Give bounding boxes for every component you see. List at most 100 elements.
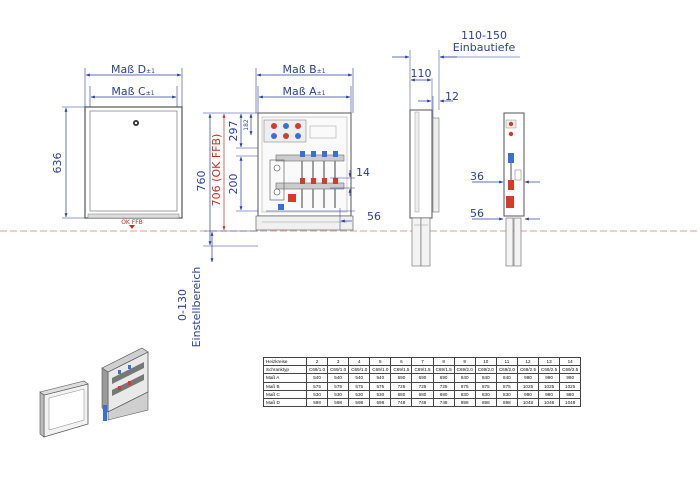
height-706-label: 706 (OK FFB)	[210, 134, 223, 207]
height-200-label: 200	[227, 174, 240, 195]
table-cell: 575	[348, 381, 371, 391]
table-cell: 1025	[516, 381, 540, 391]
table-cell: 4	[348, 356, 371, 367]
isometric-closed-cabinet	[39, 380, 89, 438]
table-cell: C69/1.0	[348, 365, 371, 375]
table-cell: 840	[453, 373, 476, 383]
table-cell: 13	[538, 356, 561, 367]
table-cell: 980	[538, 389, 561, 399]
table-cell: C69/2.0	[453, 365, 476, 375]
svg-text:Maß A±1: Maß A±1	[282, 85, 325, 98]
table-cell: 680	[411, 389, 434, 399]
mass-b-tolerance: ±1	[317, 68, 326, 75]
table-cell: 11	[495, 356, 518, 367]
table-cell: 875	[453, 381, 476, 391]
table-cell: 690	[432, 373, 455, 383]
table-cell: 540	[348, 373, 371, 383]
svg-text:Maß D±1: Maß D±1	[111, 63, 155, 76]
table-cell: 875	[495, 381, 518, 391]
cabinet-front-closed-view: OK FFB	[84, 106, 183, 229]
einbautiefe-label: Einbautiefe	[453, 41, 516, 54]
table-cell: 1025	[538, 381, 561, 391]
table-cell: 598	[369, 397, 392, 408]
table-cell: 875	[474, 381, 497, 391]
table-cell: 748	[390, 397, 413, 408]
svg-text:Maß B±1: Maß B±1	[282, 63, 325, 76]
cabinet-side-section-view	[503, 112, 525, 267]
table-cell: Maß A	[263, 373, 307, 383]
table-cell: 690	[411, 373, 434, 383]
table-cell: 748	[411, 397, 434, 408]
table-cell: 898	[453, 397, 476, 408]
mass-c-label: Maß C	[111, 85, 146, 98]
mass-b-label: Maß B	[282, 63, 316, 76]
table-cell: 12	[516, 356, 540, 367]
table-cell: 840	[474, 373, 497, 383]
table-cell: C69/2.5	[516, 365, 540, 375]
table-cell: 9	[453, 356, 476, 367]
adjust-range-label: 0-130	[176, 289, 189, 321]
table-cell: 530	[327, 389, 350, 399]
table-cell: 598	[305, 397, 329, 408]
table-cell: 680	[432, 389, 455, 399]
table-cell: 540	[369, 373, 392, 383]
table-cell: 1025	[559, 381, 582, 391]
mass-a-tolerance: ±1	[317, 90, 326, 97]
table-cell: 2	[305, 356, 329, 367]
table-cell: 6	[390, 356, 413, 367]
table-cell: Maß C	[263, 389, 307, 399]
table-cell: C69/2.0	[495, 365, 518, 375]
table-cell: C69/1.5	[411, 365, 434, 375]
table-cell: 898	[474, 397, 497, 408]
mass-d-label: Maß D	[111, 63, 146, 76]
table-cell: 530	[369, 389, 392, 399]
table-cell: 990	[559, 373, 582, 383]
table-cell: 540	[327, 373, 350, 383]
table-cell: 575	[327, 381, 350, 391]
table-cell: 990	[516, 373, 540, 383]
table-cell: 3	[327, 356, 350, 367]
table-cell: 830	[495, 389, 518, 399]
floor-label: OK FFB	[121, 219, 143, 226]
table-cell: 990	[538, 373, 561, 383]
table-cell: 1048	[516, 397, 540, 408]
table-cell: C69/2.0	[474, 365, 497, 375]
table-cell: 980	[559, 389, 582, 399]
table-cell: Maß B	[263, 381, 307, 391]
mass-a-label: Maß A	[282, 85, 317, 98]
table-cell: 725	[411, 381, 434, 391]
dim-14-label: 14	[356, 166, 370, 179]
isometric-open-cabinet	[101, 347, 149, 421]
height-182-label: 182	[243, 119, 250, 131]
table-cell: 575	[369, 381, 392, 391]
table-cell: 748	[432, 397, 455, 408]
dim-12-label: 12	[445, 90, 459, 103]
table-cell: C69/1.5	[390, 365, 413, 375]
table-cell: 598	[348, 397, 371, 408]
mass-c-tolerance: ±1	[146, 90, 155, 97]
svg-text:Maß C±1: Maß C±1	[111, 85, 154, 98]
table-cell: 1048	[559, 397, 582, 408]
table-cell: 598	[327, 397, 350, 408]
einstellbereich-label: Einstellbereich	[190, 267, 203, 348]
table-cell: C69/2.5	[538, 365, 561, 375]
cabinet-side-view	[409, 109, 440, 267]
table-cell: 980	[516, 389, 540, 399]
table-cell: C69/1.0	[327, 365, 350, 375]
floor-marker-icon	[129, 225, 135, 229]
table-cell: C69/1.5	[432, 365, 455, 375]
table-cell: 725	[390, 381, 413, 391]
height-297-label: 297	[227, 121, 240, 142]
table-cell: 530	[305, 389, 329, 399]
dim-56-front-label: 56	[367, 210, 381, 223]
table-cell: 680	[390, 389, 413, 399]
table-cell: 830	[453, 389, 476, 399]
table-cell: 1048	[538, 397, 561, 408]
table-cell: 898	[495, 397, 518, 408]
cabinet-front-open-view	[255, 112, 354, 231]
